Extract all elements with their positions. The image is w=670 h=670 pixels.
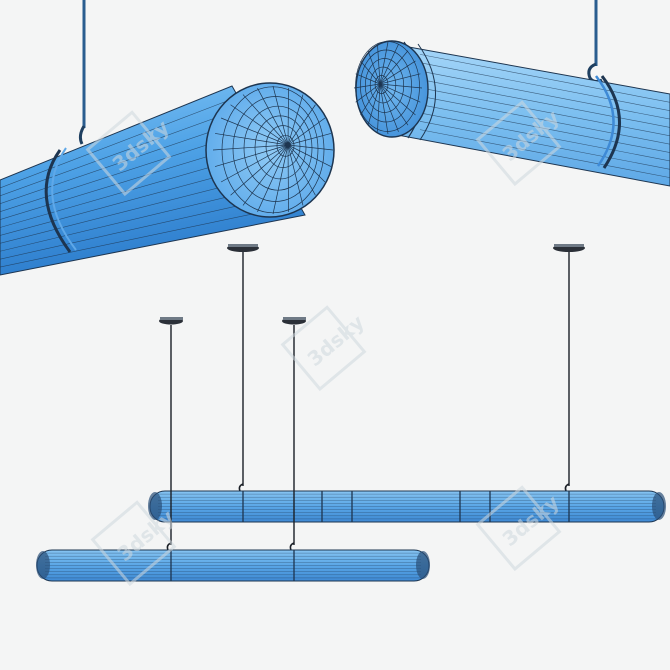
tube-band-right bbox=[600, 75, 621, 169]
tube-band-left bbox=[44, 149, 72, 253]
watermark-mark: 3dsky bbox=[280, 305, 369, 392]
canopy-1 bbox=[227, 244, 259, 252]
canopy-2 bbox=[553, 244, 585, 252]
canopy-4 bbox=[282, 317, 306, 325]
tube-endcap-right bbox=[355, 40, 429, 138]
tube-mesh-lines-right bbox=[419, 54, 670, 178]
tube-closeup-left bbox=[0, 0, 335, 276]
hook-left bbox=[78, 125, 86, 145]
canopy-3 bbox=[159, 317, 183, 325]
pendant-pair bbox=[36, 244, 666, 582]
endcap-wireframe-left bbox=[212, 85, 334, 215]
pendant-tube-front bbox=[36, 325, 430, 582]
endcap-wireframe-right bbox=[353, 41, 423, 135]
hook-right bbox=[587, 62, 603, 84]
pendant-tube-back bbox=[148, 252, 666, 523]
